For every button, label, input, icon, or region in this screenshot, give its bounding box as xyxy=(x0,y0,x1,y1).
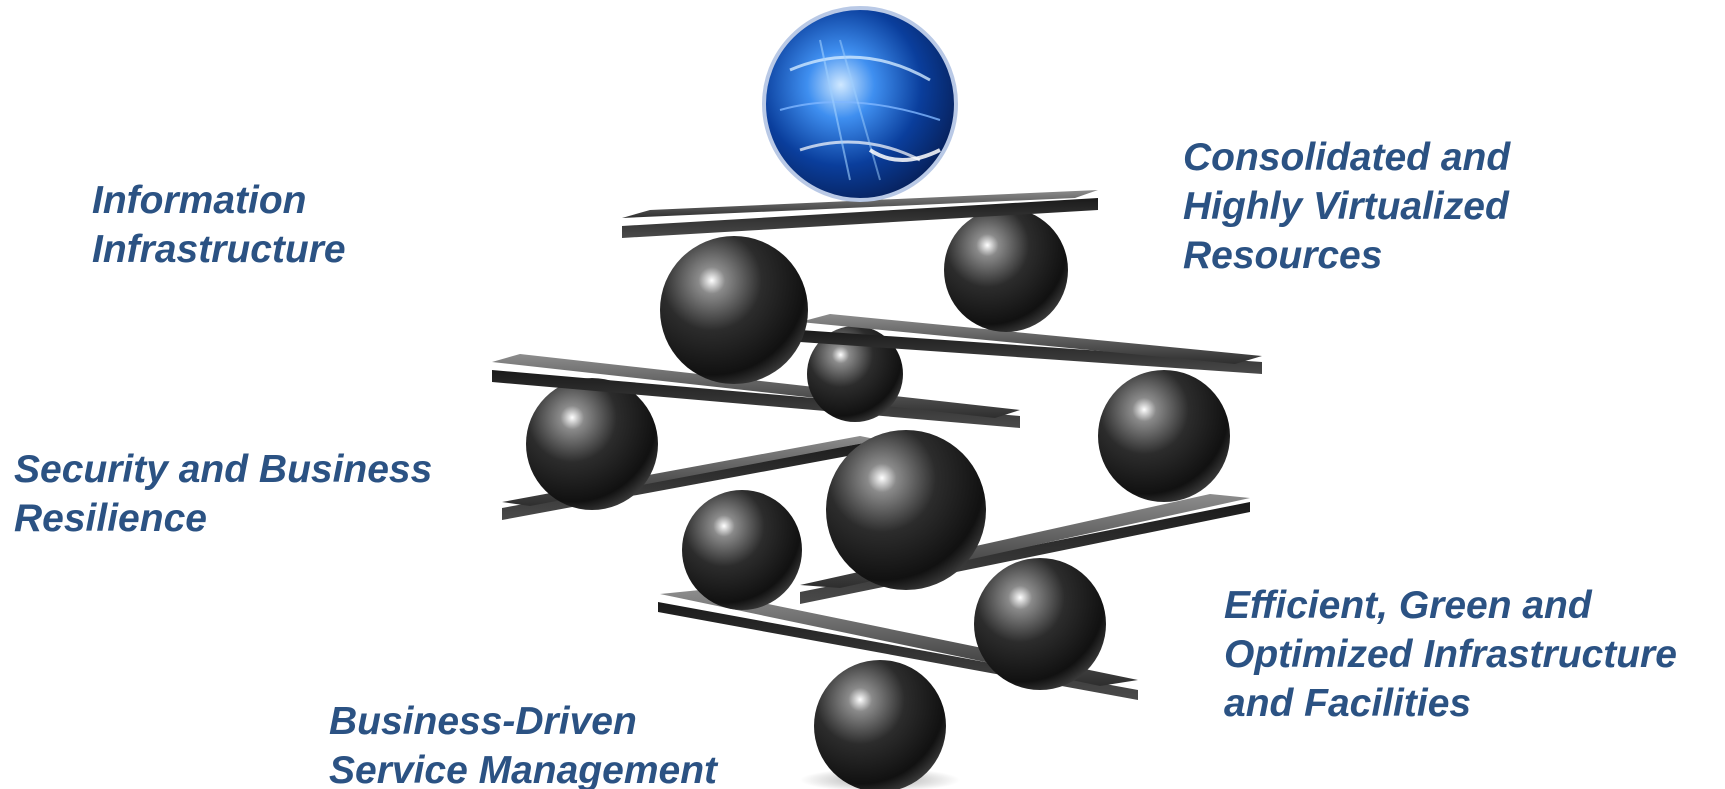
label-line: and Facilities xyxy=(1224,682,1472,725)
label-business-driven: Business-Driven Service Management xyxy=(329,697,717,789)
sphere-middle-left xyxy=(526,378,658,510)
sphere-base xyxy=(800,660,960,789)
sphere-lower-left xyxy=(682,490,802,610)
label-line: Information xyxy=(92,179,307,222)
plank-top xyxy=(622,190,1098,238)
label-line: Infrastructure xyxy=(92,228,346,271)
label-line: Security and Business xyxy=(14,448,433,491)
label-line: Optimized Infrastructure xyxy=(1224,633,1677,676)
label-line: Efficient, Green and xyxy=(1224,584,1592,627)
label-line: Resources xyxy=(1183,234,1383,277)
sphere-upper-right xyxy=(944,208,1068,332)
label-efficient-green: Efficient, Green and Optimized Infrastru… xyxy=(1224,581,1677,728)
label-information-infrastructure: Information Infrastructure xyxy=(92,176,346,274)
sphere-center xyxy=(826,430,986,590)
label-line: Business-Driven xyxy=(329,700,637,743)
plank-middle-right xyxy=(800,314,1262,374)
globe-network-icon xyxy=(762,6,958,202)
sphere-back xyxy=(807,326,903,422)
sphere-middle-right xyxy=(1098,370,1230,502)
label-line: Consolidated and xyxy=(1183,136,1511,179)
sphere-lower-right xyxy=(974,558,1106,690)
sphere-upper-left xyxy=(660,236,808,384)
label-consolidated-resources: Consolidated and Highly Virtualized Reso… xyxy=(1183,133,1510,280)
label-line: Service Management xyxy=(329,749,718,789)
label-line: Resilience xyxy=(14,497,207,540)
label-line: Highly Virtualized xyxy=(1183,185,1509,228)
label-security-resilience: Security and Business Resilience xyxy=(14,445,432,543)
